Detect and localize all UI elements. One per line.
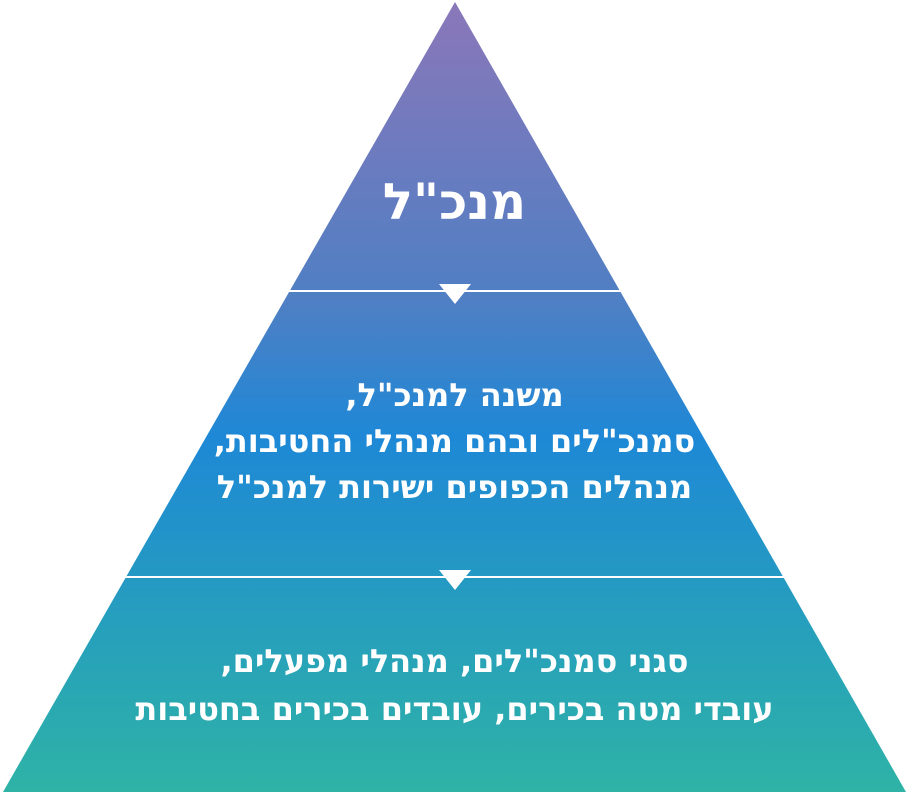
tier-top-label: מנכ"ל (0, 172, 909, 232)
down-arrow-icon (439, 284, 471, 304)
tier-bottom-line: עובדי מטה בכירים, עובדים בכירים בחטיבות (135, 690, 774, 728)
tier-bottom-line: סגני סמנכ"לים, מנהלי מפעלים, (220, 642, 689, 680)
tier-top-line: מנכ"ל (382, 173, 527, 231)
tier-middle-line: סמנכ"לים ובהם מנהלי החטיבות, (213, 422, 696, 460)
tier-bottom-text: סגני סמנכ"לים, מנהלי מפעלים, עובדי מטה ב… (0, 637, 909, 733)
pyramid-triangle (3, 2, 906, 792)
down-arrow-icon (439, 570, 471, 590)
tier-middle-text: משנה למנכ"ל, סמנכ"לים ובהם מנהלי החטיבות… (0, 372, 909, 510)
tier-middle-line: מנהלים הכפופים ישירות למנכ"ל (216, 468, 693, 506)
tier-middle-line: משנה למנכ"ל, (345, 376, 564, 414)
